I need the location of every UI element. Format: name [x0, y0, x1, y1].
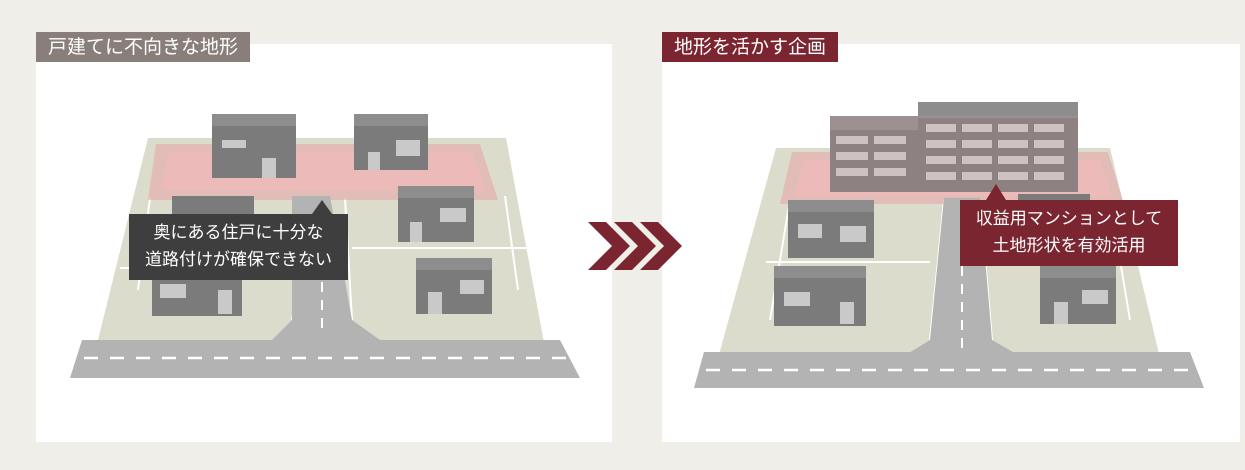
left-callout-line-1: 奥にある住戸に十分な — [153, 223, 324, 243]
right-callout: 収益用マンションとして 土地形状を有効活用 — [960, 200, 1178, 266]
left-building-3 — [398, 186, 474, 242]
left-building-1 — [212, 114, 296, 178]
left-callout-pointer — [312, 200, 332, 214]
right-building-1 — [788, 200, 874, 258]
left-callout: 奥にある住戸に十分な 道路付けが確保できない — [129, 214, 348, 280]
right-building-4 — [1018, 194, 1090, 204]
left-building-2 — [354, 114, 428, 170]
right-callout-line-2: 土地形状を有効活用 — [992, 236, 1146, 256]
left-callout-line-2: 道路付けが確保できない — [145, 250, 332, 270]
right-access-road — [904, 198, 1020, 356]
left-panel-title: 戸建てに不向きな地形 — [36, 32, 251, 62]
right-panel-title: 地形を活かす企画 — [662, 32, 839, 62]
left-highlight-inner — [162, 152, 486, 190]
right-scene — [694, 102, 1204, 388]
right-callout-line-1: 収益用マンションとして — [975, 209, 1163, 229]
right-building-2 — [774, 266, 866, 326]
right-callout-pointer — [986, 184, 1006, 200]
right-building-3 — [1040, 266, 1116, 324]
left-building-4 — [416, 258, 492, 314]
triple-chevron-right-icon — [588, 222, 682, 270]
apartment-building — [830, 102, 1078, 192]
